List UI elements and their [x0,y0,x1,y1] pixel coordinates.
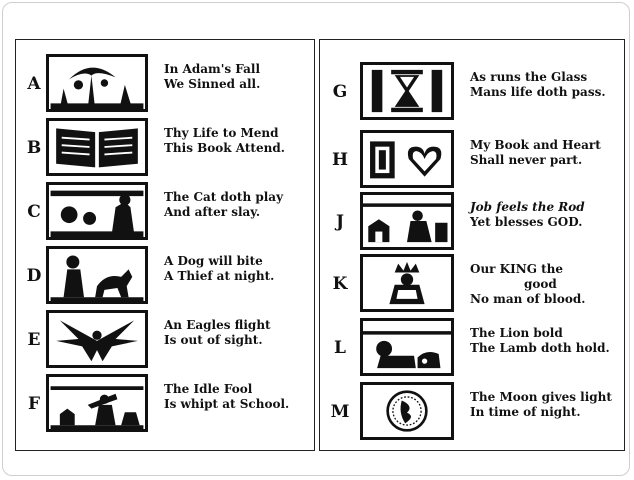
verse: The Moon gives light In time of night. [470,390,620,420]
schoolmaster-icon [46,374,148,432]
entry-k: K Our KING the good No man of blood. [320,252,624,314]
alphabet-panel-right: G As runs the Glass Mans life doth pass.… [319,39,625,451]
verse: The Cat doth play And after slay. [164,190,310,220]
verse-line-2: This Book Attend. [164,141,285,155]
verse-line-1: The Cat doth play [164,190,284,204]
entry-letter: L [334,338,346,358]
verse-line-2: Is out of sight. [164,333,263,347]
verse: The Lion bold The Lamb doth hold. [470,326,620,356]
verse-line-2: Shall never part. [470,153,583,167]
entry-l: L The Lion bold The Lamb doth hold. [320,316,624,378]
verse: My Book and Heart Shall never part. [470,138,620,168]
entry-h: H My Book and Heart Shall never part. [320,128,624,190]
dog-thief-icon [46,246,148,304]
entry-f: F The Idle Fool Is whipt at School. [16,372,314,434]
verse: A Dog will bite A Thief at night. [164,254,310,284]
open-book-icon [46,118,148,176]
entry-a: A In Adam's Fall We Sinned all. [16,52,314,114]
verse-line-1: An Eagles flight [164,318,271,332]
eagle-icon [46,310,148,368]
king-icon [360,254,454,312]
verse-line-3: No man of blood. [470,292,586,306]
entry-letter: J [335,212,345,232]
verse-line-1: Thy Life to Mend [164,126,279,140]
entry-letter: M [330,402,350,422]
verse: Job feels the Rod Yet blesses GOD. [470,200,620,230]
verse-line-1: Job feels the Rod [470,200,585,214]
entry-m: M The Moon gives light In time of night. [320,380,624,442]
verse: The Idle Fool Is whipt at School. [164,382,310,412]
alphabet-panel-left: A In Adam's Fall We Sinned all. B [15,39,315,451]
verse: As runs the Glass Mans life doth pass. [470,70,620,100]
entry-letter: K [332,274,348,294]
entry-letter: D [26,266,42,286]
entry-letter: B [26,138,42,158]
entry-letter: A [27,74,41,94]
verse-line-2: The Lamb doth hold. [470,341,610,355]
page-sheet: A In Adam's Fall We Sinned all. B [2,2,630,476]
verse-line-2: Is whipt at School. [164,397,290,411]
verse: Our KING the good No man of blood. [470,262,620,307]
entry-e: E An Eagles flight Is out of sight. [16,308,314,370]
entry-letter: G [332,82,348,102]
verse: Thy Life to Mend This Book Attend. [164,126,310,156]
entry-letter: H [331,150,349,170]
verse-line-1: A Dog will bite [164,254,263,268]
entry-g: G As runs the Glass Mans life doth pass. [320,60,624,122]
job-icon [360,192,454,250]
verse: An Eagles flight Is out of sight. [164,318,310,348]
entry-letter: F [27,394,41,414]
verse-line-1: The Lion bold [470,326,563,340]
verse-line-2: Yet blesses GOD. [470,215,583,229]
moon-icon [360,382,454,440]
verse-line-1: The Idle Fool [164,382,253,396]
verse-line-2: A Thief at night. [164,269,275,283]
tree-serpent-icon [46,54,148,112]
entry-letter: E [27,330,41,350]
hourglass-icon [360,62,454,120]
verse-line-2: good [524,277,557,291]
verse-line-1: Our KING the [470,262,564,276]
entry-letter: C [27,202,41,222]
verse-line-1: The Moon gives light [470,390,612,404]
verse-line-2: Mans life doth pass. [470,85,606,99]
verse-line-1: As runs the Glass [470,70,588,84]
cat-mouse-icon [46,182,148,240]
lion-lamb-icon [360,318,454,376]
verse-line-1: In Adam's Fall [164,62,261,76]
verse: In Adam's Fall We Sinned all. [164,62,310,92]
entry-d: D A Dog will bite A Thief at night. [16,244,314,306]
verse-line-2: And after slay. [164,205,261,219]
verse-line-1: My Book and Heart [470,138,601,152]
entry-b: B Thy Life to Mend This Book Attend. [16,116,314,178]
verse-line-2: In time of night. [470,405,581,419]
entry-c: C The Cat doth play And after slay. [16,180,314,242]
book-heart-icon [360,130,454,188]
entry-j: J Job feels the Rod Yet blesses GOD. [320,190,624,252]
verse-line-2: We Sinned all. [164,77,261,91]
